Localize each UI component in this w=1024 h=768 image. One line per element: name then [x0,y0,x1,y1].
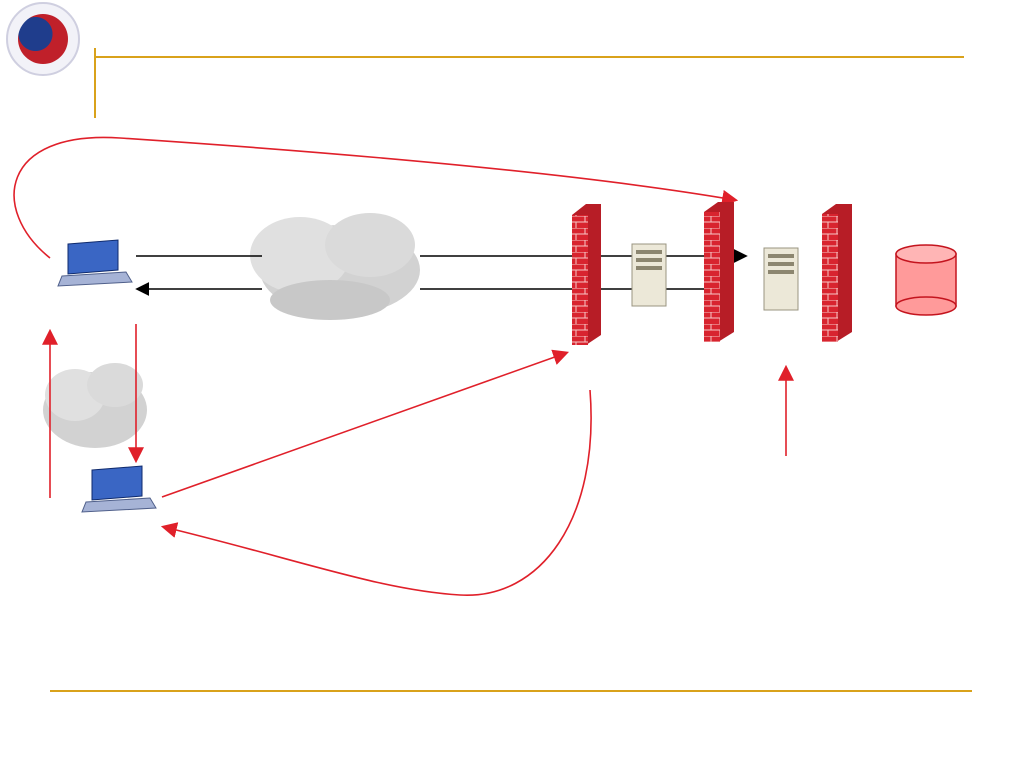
header-horizontal-rule [94,56,964,58]
footer-rule [50,690,972,692]
firewall-1-icon [572,204,601,345]
attacker-laptop-icon [57,239,133,287]
app-server-icon [763,247,799,311]
internet-cloud-left-icon [43,363,147,448]
arrow-step7 [13,136,739,259]
seal-emblem-icon [18,14,68,64]
arrow-step5 [160,389,592,596]
university-seal [6,2,80,76]
web-server-icon [631,243,667,307]
arrow-step4 [161,349,570,498]
database-icon [895,244,957,316]
firewall-3-icon [822,204,852,342]
firewall-2-icon [704,202,734,342]
step3-label [140,346,440,365]
internet-cloud-top-icon [250,213,420,320]
user-laptop-icon [81,465,157,513]
header-vertical-rule [94,48,96,118]
